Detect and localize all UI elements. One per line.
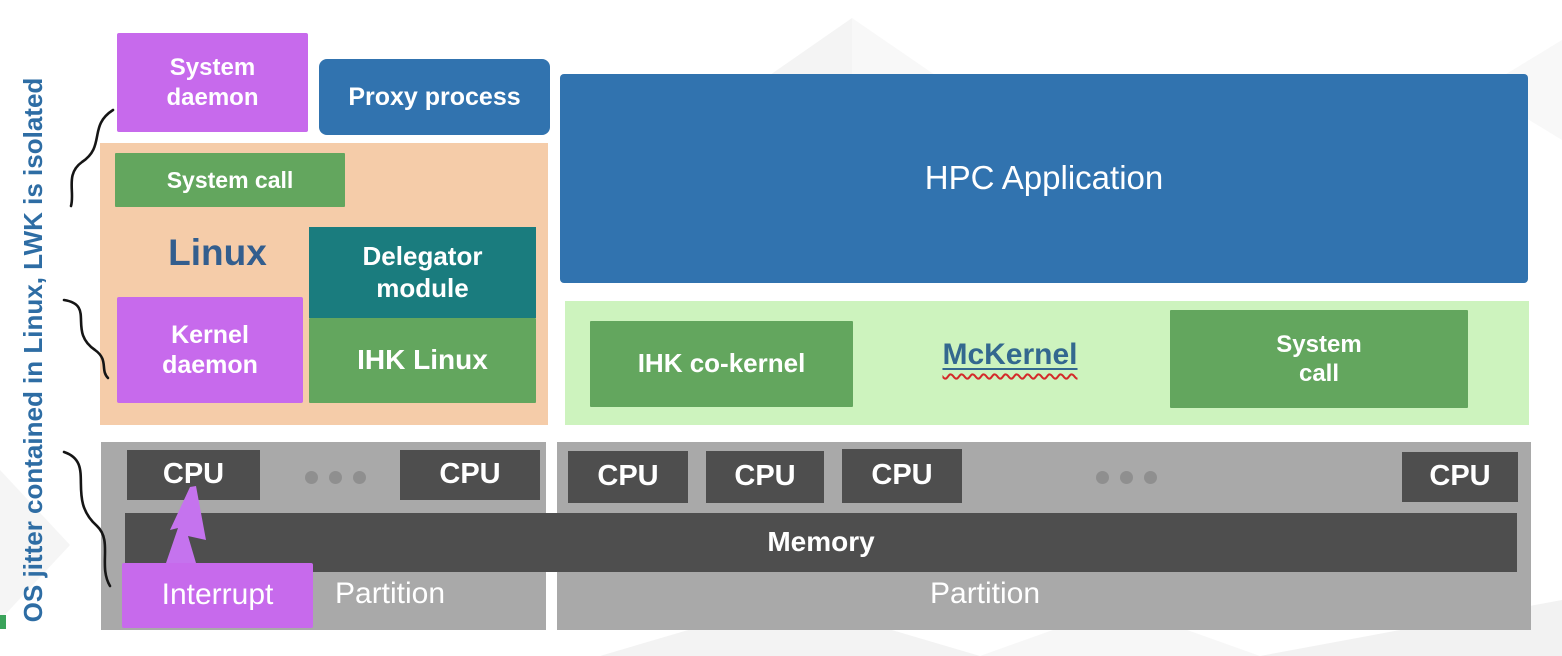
cpu-box: CPU bbox=[400, 450, 540, 500]
cpu-box: CPU bbox=[706, 451, 824, 503]
partition-label-left: Partition bbox=[335, 577, 446, 610]
partition-label-right: Partition bbox=[930, 577, 1041, 610]
cpu-box: CPU bbox=[1402, 452, 1518, 502]
side-annotation: OS jitter contained in Linux, LWK is iso… bbox=[18, 77, 48, 623]
cpu-box: CPU bbox=[127, 450, 260, 500]
linux-label: Linux bbox=[168, 232, 267, 273]
mckernel-label: McKernel bbox=[905, 334, 1115, 376]
mckernel-system-call-box: System call bbox=[1170, 310, 1468, 408]
cpu-box: CPU bbox=[842, 449, 962, 503]
cpu-box: CPU bbox=[568, 451, 688, 503]
ihk-co-kernel-box: IHK co-kernel bbox=[590, 321, 853, 407]
cpu-ellipsis-icon bbox=[1096, 471, 1157, 484]
cpu-ellipsis-icon bbox=[305, 471, 366, 484]
ihk-linux-box: IHK Linux bbox=[309, 318, 536, 403]
proxy-process-box: Proxy process bbox=[319, 59, 550, 135]
green-edge-fragment bbox=[0, 615, 6, 629]
kernel-daemon-box: Kernel daemon bbox=[117, 297, 303, 403]
mckernel-label-text: McKernel bbox=[942, 338, 1078, 371]
interrupt-box: Interrupt bbox=[122, 563, 313, 628]
system-daemon-box: System daemon bbox=[117, 33, 308, 132]
memory-bar: Memory bbox=[125, 513, 1517, 572]
hpc-application-box: HPC Application bbox=[560, 74, 1528, 283]
linux-system-call-box: System call bbox=[115, 153, 345, 207]
delegator-module-box: Delegator module bbox=[309, 227, 536, 318]
